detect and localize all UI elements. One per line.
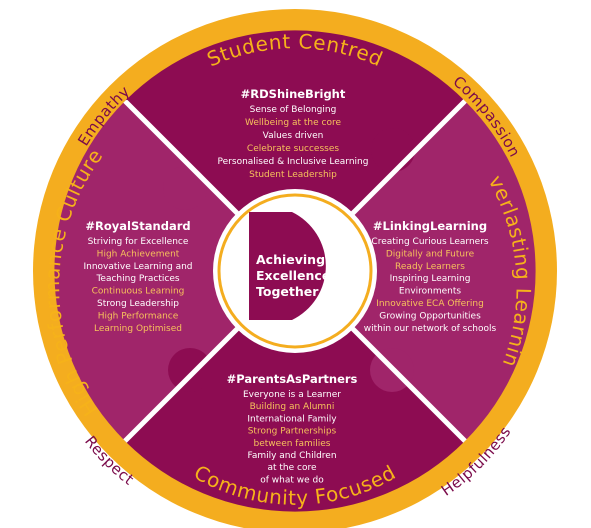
bottom-section-item: of what we do xyxy=(260,475,324,485)
center-line-1: Achieving xyxy=(256,252,325,267)
top-section-item: Wellbeing at the core xyxy=(245,118,341,128)
bottom-section-heading: #ParentsAsPartners xyxy=(227,372,358,386)
center-line-2: Excellence xyxy=(256,268,330,283)
right-section-item: Innovative ECA Offering xyxy=(376,299,484,309)
left-section-item: Teaching Practices xyxy=(95,274,179,284)
right-section-item: within our network of schools xyxy=(364,324,497,334)
bottom-section-item: Family and Children xyxy=(247,451,336,461)
puzzle-knob-top-right xyxy=(371,128,415,172)
left-puzzle-piece xyxy=(54,101,296,441)
left-section-item: Continuous Learning xyxy=(92,287,185,297)
left-section-item: High Performance xyxy=(98,311,179,321)
bottom-section-item: at the core xyxy=(267,463,316,473)
bottom-section-item: Strong Partnerships xyxy=(248,427,337,437)
bottom-section-item: between families xyxy=(254,439,331,449)
right-section-item: Inspiring Learning xyxy=(390,274,471,284)
right-section-heading: #LinkingLearning xyxy=(373,219,487,233)
puzzle-knob-top-left xyxy=(163,166,207,210)
left-section-item: Innovative Learning and xyxy=(83,262,192,272)
right-section-item: Ready Learners xyxy=(395,262,465,272)
right-section-item: Growing Opportunities xyxy=(379,311,481,321)
left-section-item: Learning Optimised xyxy=(94,324,182,334)
right-section-item: Creating Curious Learners xyxy=(371,237,488,247)
right-section-item: Environments xyxy=(399,287,461,297)
bottom-section-item: International Family xyxy=(247,414,337,424)
top-section-item: Values driven xyxy=(263,131,324,141)
center-ring xyxy=(217,193,373,349)
top-section-item: Personalised & Inclusive Learning xyxy=(218,157,369,167)
left-section-item: High Achievement xyxy=(97,249,180,259)
bottom-puzzle-piece xyxy=(125,271,465,512)
top-section-item: Student Leadership xyxy=(249,170,337,180)
bottom-section-item: Everyone is a Learner xyxy=(243,390,341,400)
seam-2 xyxy=(338,99,467,228)
top-section-heading: #RDShineBright xyxy=(241,87,346,101)
puzzle-disk xyxy=(54,30,536,512)
right-section-item: Digitally and Future xyxy=(386,249,475,259)
left-section-heading: #RoyalStandard xyxy=(85,219,190,233)
top-section-item: Sense of Belonging xyxy=(250,105,337,115)
left-section-item: Strong Leadership xyxy=(97,299,179,309)
center-logo-d xyxy=(249,212,326,320)
seam-1 xyxy=(123,99,252,228)
left-section-item: Striving for Excellence xyxy=(88,237,189,247)
center-line-3: Together xyxy=(256,284,319,299)
seam-4 xyxy=(123,314,252,443)
bottom-section-item: Building an Alumni xyxy=(250,402,335,412)
puzzle-knob-bottom-left xyxy=(168,348,212,392)
right-puzzle-piece xyxy=(295,101,536,441)
seam-3 xyxy=(338,314,467,443)
top-puzzle-piece xyxy=(125,30,465,271)
top-section-item: Celebrate successes xyxy=(247,144,339,154)
